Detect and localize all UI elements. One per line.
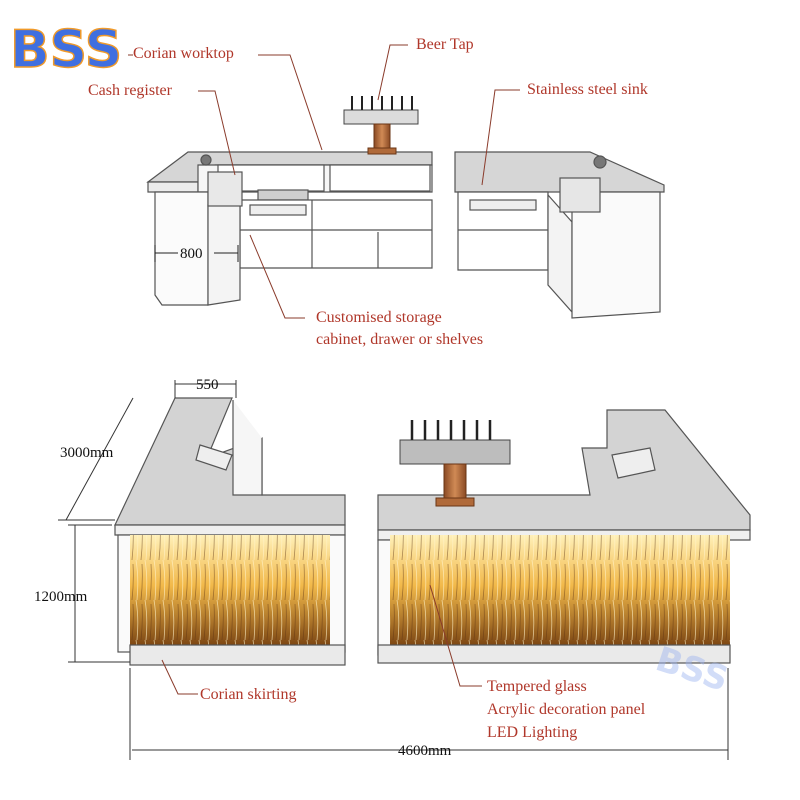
label-cash-register: Cash register [88, 82, 173, 99]
label-stainless-sink: Stainless steel sink [527, 81, 648, 98]
bottom-left-counter [114, 397, 346, 666]
logo-text: BSS [10, 20, 122, 80]
bottom-annotations [161, 584, 482, 695]
label-acrylic-panel: Acrylic decoration panel [487, 701, 646, 718]
beer-tap-bottom [399, 420, 511, 507]
label-storage-line2: cabinet, drawer or shelves [316, 331, 483, 348]
bss-logo: BSS [9, 19, 123, 81]
dim-800: 800 [180, 246, 203, 262]
dim-4600mm: 4600mm [398, 743, 452, 759]
label-storage-line1: Customised storage [316, 309, 442, 326]
dimension-800 [154, 245, 239, 262]
dim-3000mm: 3000mm [60, 445, 114, 461]
label-led-lighting: LED Lighting [487, 724, 577, 741]
beer-tap-top [343, 96, 419, 155]
dim-550: 550 [196, 377, 219, 393]
top-right-counter [454, 151, 665, 319]
label-corian-worktop: Corian worktop [133, 45, 234, 62]
bottom-dimension-lines [58, 380, 729, 760]
top-left-counter [146, 151, 433, 306]
top-annotations [128, 44, 520, 319]
label-beer-tap: Beer Tap [416, 36, 474, 53]
label-tempered-glass: Tempered glass [487, 678, 587, 695]
label-corian-skirting: Corian skirting [200, 686, 296, 703]
dim-1200mm: 1200mm [34, 589, 88, 605]
bottom-right-counter [377, 409, 751, 664]
